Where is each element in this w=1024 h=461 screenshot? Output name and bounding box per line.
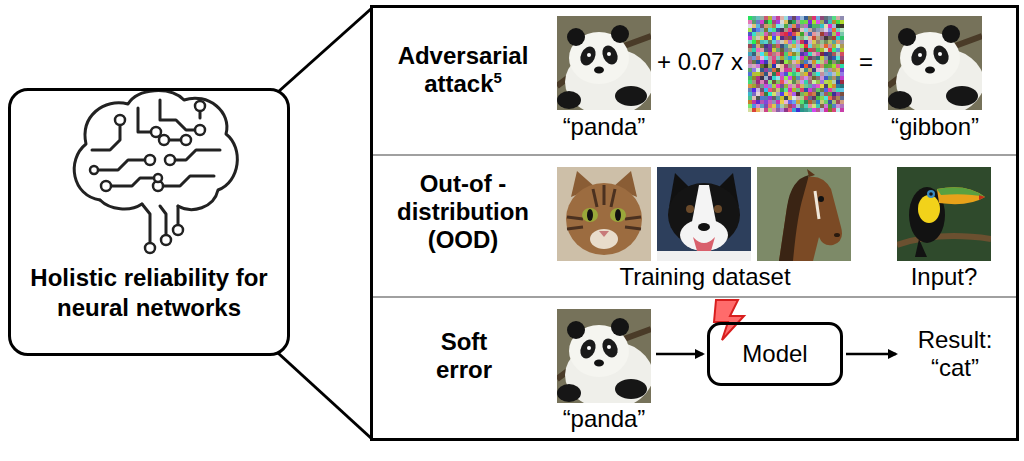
image-caption: “gibbon” [891,113,979,140]
row-divider [373,154,1016,156]
topic-box: Holistic reliability for neural networks [8,88,290,356]
panda-image [888,16,984,116]
lightning-bolt [714,300,744,340]
group-caption: Training dataset [619,263,790,290]
brain-circuit-icon [74,91,237,246]
operator-text-holder: + 0.07 x [652,48,748,76]
image-caption: “panda” [563,113,646,140]
operator-text: = [859,48,873,75]
image-caption: Input? [911,263,978,290]
zoom-line [278,353,372,439]
image-caption-holder: “panda” [554,113,654,141]
panel-frame [372,7,1018,440]
image-caption-holder: Input? [880,263,1008,291]
zoom-line [278,8,372,92]
image-caption-holder: “gibbon” [878,113,992,141]
operator-text: + 0.07 x [657,48,743,75]
group-caption-holder: Training dataset [590,263,820,291]
toucan-image [897,167,991,261]
result-text-holder: Result: “cat” [898,326,1012,382]
row-title-holder: Soft error [414,328,514,384]
row-divider [373,296,1016,298]
cat-image [557,167,651,261]
model-box: Model [707,322,843,386]
image-caption-holder: “panda” [554,405,654,433]
row-title: Out-of -distribution (OOD) [397,170,529,253]
flow-arrow [656,353,703,356]
row-title: Adversarial attack [398,42,529,97]
row-title-holder: Out-of -distribution (OOD) [372,170,554,254]
panda-image [557,16,653,116]
dog-image [657,167,751,261]
image-caption: “panda” [563,405,646,432]
topic-title: Holistic reliability for neural networks [21,263,277,323]
noise-image [748,16,844,112]
flow-arrow [846,353,896,356]
reference-number: 5 [494,69,502,86]
result-text: Result: “cat” [918,326,993,381]
operator-text-holder: = [844,48,888,76]
panda-image [557,309,653,409]
horse-image [757,167,851,261]
row-title: Soft error [436,328,492,383]
box-label: Model [742,340,807,368]
row-title-holder: Adversarial attack5 [372,42,554,98]
